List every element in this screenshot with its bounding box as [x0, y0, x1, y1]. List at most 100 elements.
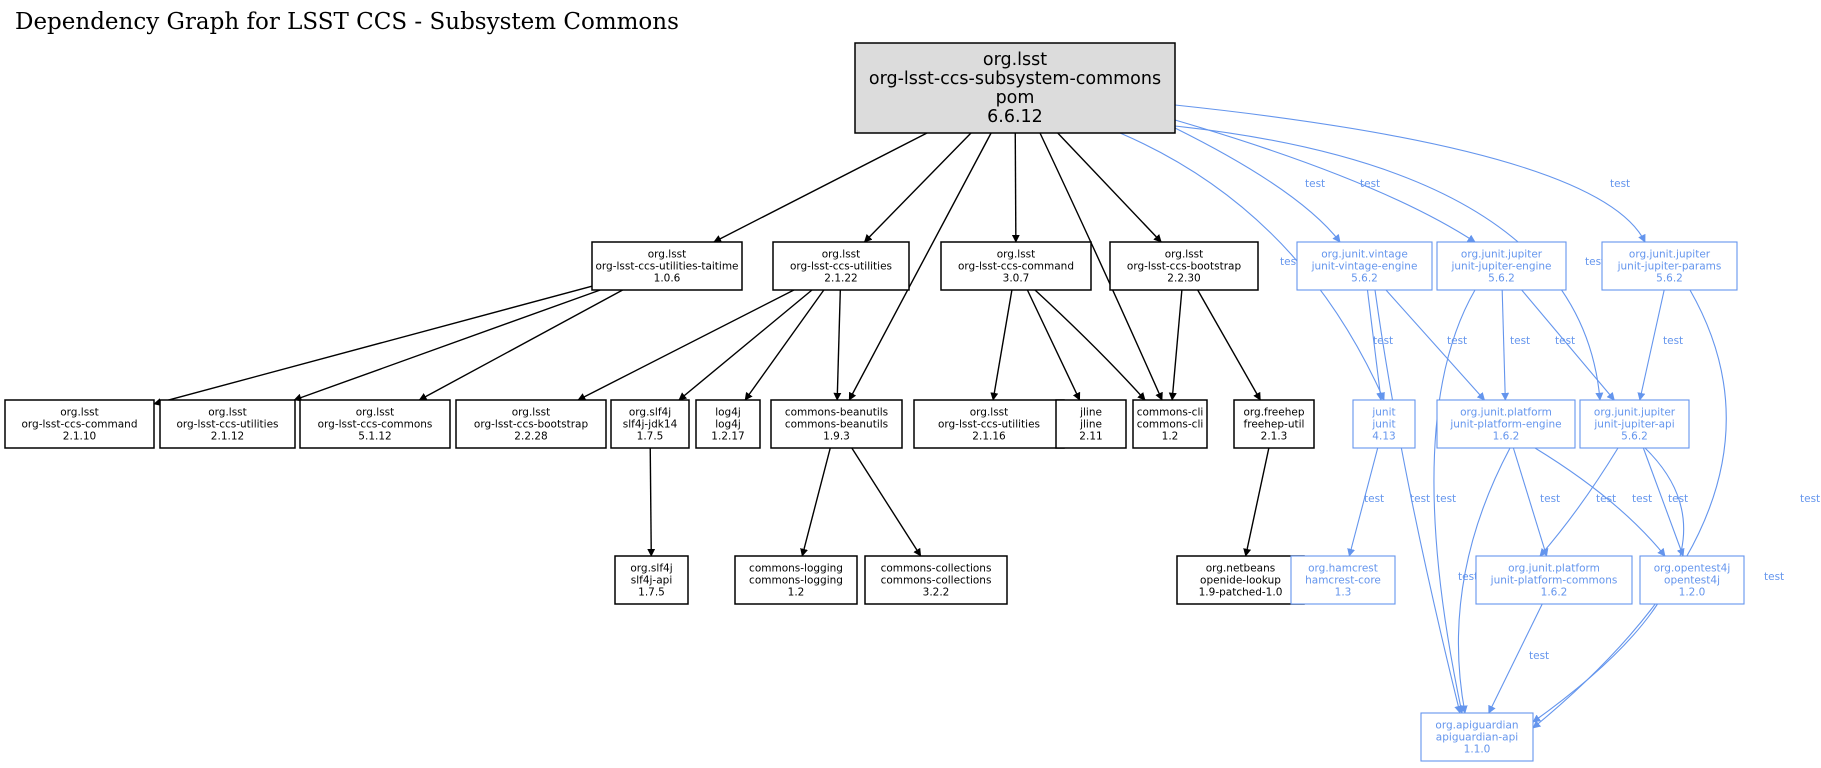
node-box	[1639, 555, 1745, 605]
node-label-line: 1.1.0	[1464, 744, 1491, 756]
node-label-line: hamcrest-core	[1305, 575, 1381, 587]
edge-label: test	[1529, 650, 1549, 662]
edge-beanutils-to-commons-logging	[800, 447, 831, 557]
edge-command-307-to-jline	[1026, 289, 1081, 401]
node-box	[1296, 241, 1433, 291]
node-label-line: 4.13	[1372, 431, 1395, 443]
edge-label: test	[1800, 493, 1820, 505]
node-label-line: jline	[1079, 419, 1102, 431]
edge-jupiter-engine-to-platform-engine	[1501, 289, 1510, 401]
node-label-line: 1.7.5	[638, 587, 665, 599]
edge-jupiter-engine-to-jupiter-api	[1521, 289, 1615, 401]
node-box	[1290, 555, 1396, 605]
edge-label: test	[1436, 493, 1456, 505]
edge-label: test	[1510, 335, 1530, 347]
node-label-line: commons-logging	[749, 563, 843, 575]
node-label-line: 1.6.2	[1541, 587, 1568, 599]
edge-jupiter-params-to-jupiter-api	[1637, 289, 1665, 401]
node-box	[864, 555, 1008, 605]
graph-title: Dependency Graph for LSST CCS - Subsyste…	[15, 9, 679, 35]
edge-jupiter-engine-to-apiguardian	[1433, 289, 1476, 714]
node-label-line: org.lsst	[983, 50, 1047, 70]
node-label-line: org.lsst	[60, 407, 99, 419]
node-label-line: junit	[1371, 419, 1395, 431]
edge-vintage-engine-to-apiguardian	[1374, 289, 1463, 714]
edge-command-307-to-utilities-2116	[990, 289, 1013, 401]
node-box	[1436, 399, 1576, 449]
edge-bootstrap-2230-to-commons-cli	[1168, 289, 1183, 401]
edge-label: test	[1764, 571, 1784, 583]
node-box	[1132, 399, 1208, 449]
node-label-line: org.slf4j	[630, 563, 672, 575]
node-box	[1579, 399, 1690, 449]
node-box	[591, 241, 743, 291]
node-box	[770, 399, 903, 449]
node-label-line: 1.9.3	[823, 431, 850, 443]
node-label-line: org.lsst	[648, 249, 687, 261]
node-label-line: org.slf4j	[629, 407, 671, 419]
node-label-line: org-lsst-ccs-subsystem-commons	[869, 69, 1161, 89]
node-label-line: org.junit.jupiter	[1629, 249, 1711, 261]
node-label-line: 2.2.30	[1167, 273, 1200, 285]
node-label-line: org.junit.vintage	[1321, 249, 1408, 261]
edge-utilities-taitime-to-utilities-2112	[293, 289, 601, 402]
node-jupiter-params: org.junit.jupiterjunit-jupiter-params5.6…	[1601, 241, 1738, 291]
node-label-line: org.lsst	[512, 407, 551, 419]
node-box	[614, 555, 689, 605]
node-label-line: org-lsst-ccs-command	[22, 419, 138, 431]
node-box	[913, 399, 1065, 449]
edge-junit-to-hamcrest-core	[1347, 447, 1379, 557]
node-label-line: org.lsst	[208, 407, 247, 419]
node-label-line: jline	[1079, 407, 1102, 419]
edge-utilities-taitime-to-commons-5112	[418, 289, 623, 401]
node-label-line: 5.6.2	[1488, 273, 1515, 285]
node-label-line: org.junit.platform	[1508, 563, 1600, 575]
node-label-line: commons-beanutils	[785, 407, 888, 419]
node-label-line: 5.6.2	[1621, 431, 1648, 443]
node-label-line: 1.0.6	[654, 273, 681, 285]
node-box	[1109, 241, 1259, 291]
edge-root-to-jupiter-engine	[1174, 119, 1476, 243]
node-platform-engine: org.junit.platformjunit-platform-engine1…	[1436, 399, 1576, 449]
node-root: org.lsstorg-lsst-ccs-subsystem-commonspo…	[854, 42, 1176, 134]
nodes-layer: org.lsstorg-lsst-ccs-subsystem-commonspo…	[4, 42, 1745, 762]
edge-root-to-utilities-taitime	[713, 132, 928, 243]
edge-label: test	[1610, 178, 1630, 190]
edge-label: test	[1585, 256, 1605, 268]
edge-root-to-command-307	[1011, 132, 1020, 243]
node-label-line: junit-jupiter-engine	[1450, 261, 1551, 273]
node-label-line: junit-jupiter-api	[1593, 419, 1674, 431]
node-label-line: 3.0.7	[1003, 273, 1030, 285]
node-label-line: org.lsst	[356, 407, 395, 419]
edge-jupiter-api-to-opentest4j	[1642, 447, 1685, 557]
node-label-line: 1.9-patched-1.0	[1199, 587, 1283, 599]
edge-utilities-2122-to-bootstrap-2228	[577, 289, 795, 401]
node-box	[1475, 555, 1633, 605]
node-label-line: org-lsst-ccs-bootstrap	[1127, 261, 1242, 273]
node-label-line: org-lsst-ccs-utilities	[176, 419, 278, 431]
node-label-line: 1.2	[788, 587, 805, 599]
edge-vintage-engine-to-platform-engine	[1385, 289, 1486, 401]
node-label-line: org.freehep	[1243, 407, 1304, 419]
edge-utilities-taitime-to-command-2110	[153, 285, 593, 406]
node-label-line: org.opentest4j	[1654, 563, 1731, 575]
edge-command-307-to-commons-cli	[1034, 289, 1146, 401]
edge-label: test	[1410, 493, 1430, 505]
edge-platform-engine-to-opentest4j	[1534, 447, 1666, 557]
node-label-line: org.junit.jupiter	[1594, 407, 1676, 419]
node-box	[695, 399, 761, 449]
edge-label: test	[1458, 571, 1478, 583]
node-label-line: 2.1.22	[824, 273, 857, 285]
node-label-line: apiguardian-api	[1436, 732, 1518, 744]
edge-label: test	[1596, 493, 1616, 505]
